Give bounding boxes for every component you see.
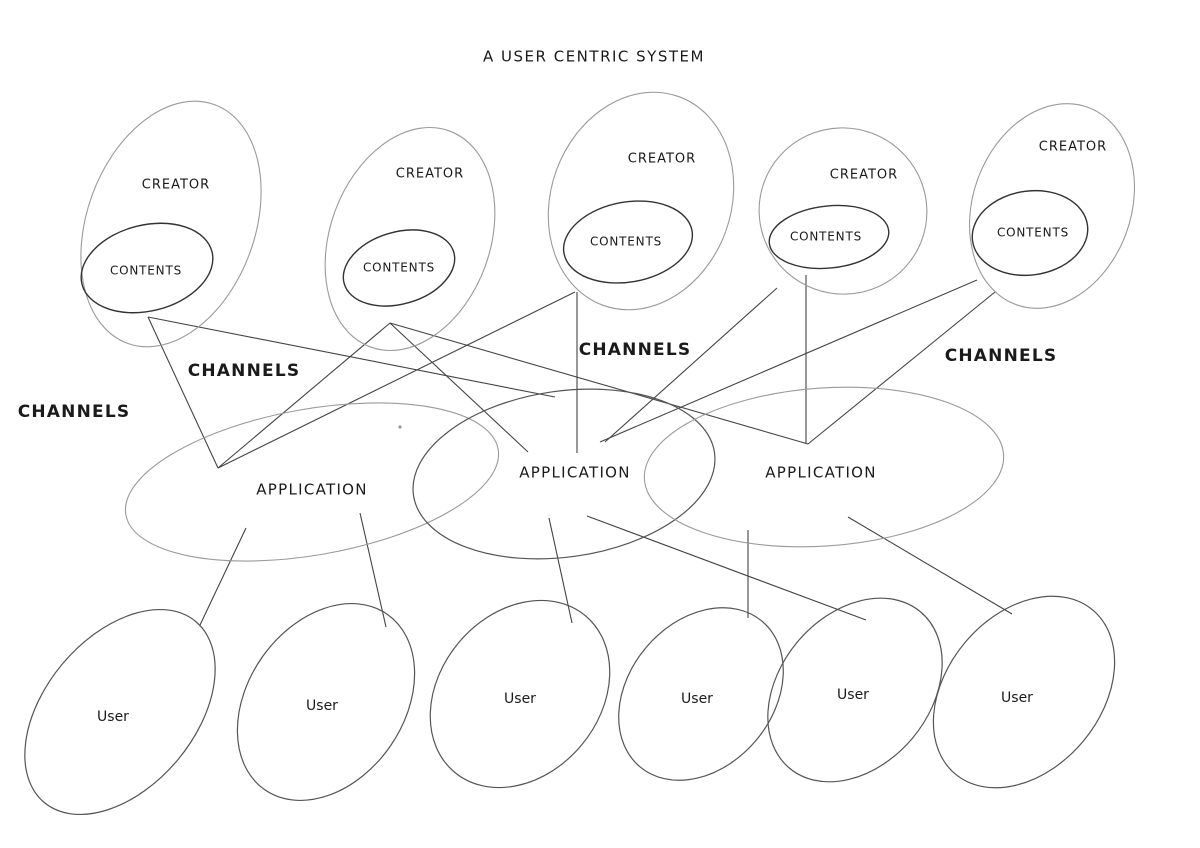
user-label: User [504,691,536,707]
user-label: User [837,687,869,703]
user-label: User [1001,690,1033,706]
contents-ellipse [342,229,456,307]
user-group: User [618,607,784,781]
creator-ellipse [547,91,735,311]
connector-line [389,322,529,453]
application-label: APPLICATION [519,464,631,482]
application-ellipse [643,386,1005,548]
contents-label: CONTENTS [110,264,182,278]
contents-ellipse [971,189,1089,277]
creator-group: CREATOR CONTENTS [968,103,1136,309]
contents-ellipse [562,200,694,284]
contents-ellipse [768,204,890,270]
user-ellipse [24,608,216,816]
stray-dot [398,425,402,429]
application-ellipse [124,402,500,562]
user-ellipse [236,602,416,802]
creator-group: CREATOR CONTENTS [324,126,496,352]
application-ellipse [412,388,716,560]
application-group: APPLICATION [412,388,716,560]
user-group: User [24,608,216,816]
application-group: APPLICATION [643,386,1005,548]
channels-label: CHANNELS [188,361,301,381]
creator-ellipse [968,103,1136,309]
contents-label: CONTENTS [997,226,1069,240]
connector-line [147,316,556,398]
creator-group: CREATOR CONTENTS [547,91,735,311]
channels-label: CHANNELS [945,346,1058,366]
user-label: User [97,709,129,725]
connector-line [217,322,391,469]
application-group: APPLICATION [124,402,500,562]
connector-line [548,517,573,624]
user-ellipse [429,599,611,789]
creator-label: CREATOR [628,152,696,167]
creator-label: CREATOR [142,178,210,193]
user-label: User [306,698,338,714]
connectors [147,275,1013,628]
user-group: User [767,597,943,783]
user-ellipse [767,597,943,783]
user-group: User [932,595,1116,789]
connector-line [389,322,809,445]
creator-group: CREATOR CONTENTS [758,127,928,295]
connector-line [586,515,867,621]
connector-line [807,291,996,445]
creator-ellipse [758,127,928,295]
user-group: User [236,602,416,802]
creator-group: CREATOR CONTENTS [80,100,262,348]
creator-ellipse [324,126,496,352]
connector-line [599,279,978,443]
creator-label: CREATOR [396,167,464,182]
user-ellipse [932,595,1116,789]
user-group: User [429,599,611,789]
contents-ellipse [80,222,214,314]
connector-line [359,512,387,628]
user-ellipse [618,607,784,781]
application-label: APPLICATION [765,464,877,482]
diagram-title: A USER CENTRIC SYSTEM [483,48,705,66]
connector-line [199,527,247,626]
creator-ellipse [80,100,262,348]
connector-line [604,287,778,443]
channels-label: CHANNELS [579,340,692,360]
creator-label: CREATOR [830,168,898,183]
channels-label: CHANNELS [18,402,131,422]
application-label: APPLICATION [256,481,368,499]
connector-line [847,516,1013,615]
connector-line [217,291,576,469]
user-label: User [681,691,713,707]
contents-label: CONTENTS [790,230,862,244]
creator-label: CREATOR [1039,140,1107,155]
connector-line [147,316,219,469]
contents-label: CONTENTS [363,261,435,275]
contents-label: CONTENTS [590,235,662,249]
